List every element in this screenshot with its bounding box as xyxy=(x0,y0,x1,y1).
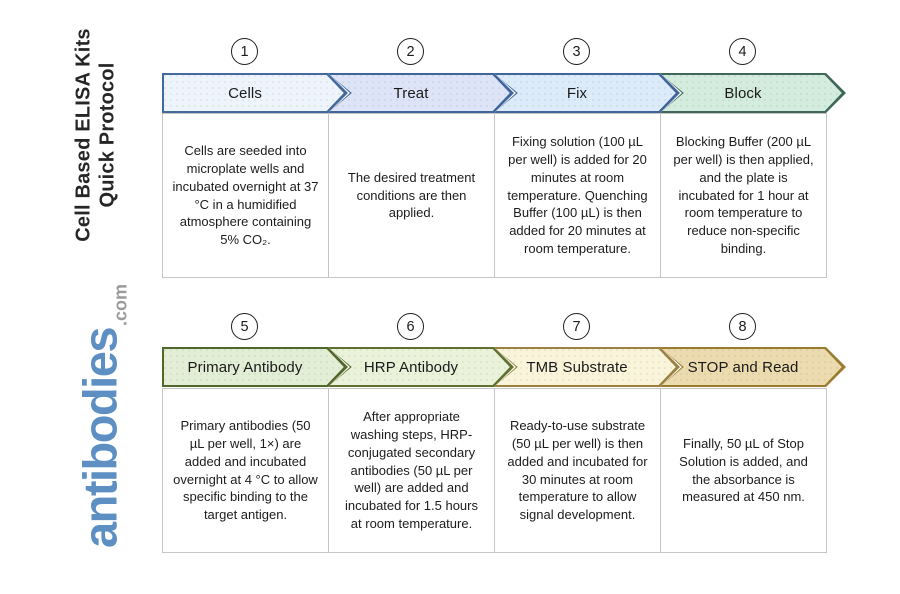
step-description-1: Cells are seeded into microplate wells a… xyxy=(172,142,319,248)
step-header-banner: Block xyxy=(660,73,846,113)
banner-fill-shape xyxy=(662,75,842,111)
step-description-3: Fixing solution (100 µL per well) is add… xyxy=(507,133,648,257)
banner-fill-shape xyxy=(330,75,510,111)
step-number: 8 xyxy=(738,318,747,335)
step-description-box: Primary antibodies (50 µL per well, 1×) … xyxy=(162,388,329,553)
step-description-box: Cells are seeded into microplate wells a… xyxy=(162,113,329,278)
step-description-8: Finally, 50 µL of Stop Solution is added… xyxy=(679,435,808,505)
step-description-5: Primary antibodies (50 µL per well, 1×) … xyxy=(173,417,318,523)
page-title-line2: Quick Protocol xyxy=(96,62,118,208)
page-title: Cell Based ELISA Kits Quick Protocol xyxy=(72,28,119,242)
banner-fill-shape xyxy=(330,349,510,385)
step-number: 4 xyxy=(738,43,747,60)
banner-fill-shape xyxy=(164,75,344,111)
step-number-badge-2: 2 xyxy=(397,38,424,65)
step-title-3: Fix xyxy=(566,84,588,102)
step-description-6: After appropriate washing steps, HRP-con… xyxy=(345,408,478,532)
step-description-box: Blocking Buffer (200 µL per well) is the… xyxy=(660,113,827,278)
step-title-7: TMB Substrate xyxy=(526,358,628,376)
step-title-8: STOP and Read xyxy=(687,358,799,376)
page-title-line1: Cell Based ELISA Kits xyxy=(72,28,95,242)
step-number: 2 xyxy=(406,43,415,60)
step-header-banner: Treat xyxy=(328,73,514,113)
step-number: 5 xyxy=(240,318,249,335)
step-title-4: Block xyxy=(724,84,762,102)
step-number-badge-8: 8 xyxy=(729,313,756,340)
step-description-box: After appropriate washing steps, HRP-con… xyxy=(328,388,495,553)
step-description-2: The desired treatment conditions are the… xyxy=(347,169,476,221)
step-description-box: Fixing solution (100 µL per well) is add… xyxy=(494,113,661,278)
step-number: 3 xyxy=(572,43,581,60)
step-header-banner: TMB Substrate xyxy=(494,347,680,387)
step-header-banner: Fix xyxy=(494,73,680,113)
step-description-box: Finally, 50 µL of Stop Solution is added… xyxy=(660,388,827,553)
step-number: 6 xyxy=(406,318,415,335)
step-number: 7 xyxy=(572,318,581,335)
step-number: 1 xyxy=(240,43,249,60)
step-title-2: Treat xyxy=(393,84,429,102)
banner-fill-shape xyxy=(662,349,842,385)
step-number-badge-3: 3 xyxy=(563,38,590,65)
step-description-7: Ready-to-use substrate (50 µL per well) … xyxy=(507,417,648,523)
banner-fill-shape xyxy=(496,349,676,385)
step-header-banner: Primary Antibody xyxy=(162,347,348,387)
step-title-5: Primary Antibody xyxy=(187,358,303,376)
step-description-box: Ready-to-use substrate (50 µL per well) … xyxy=(494,388,661,553)
step-number-badge-1: 1 xyxy=(231,38,258,65)
step-description-4: Blocking Buffer (200 µL per well) is the… xyxy=(673,133,814,257)
brand-logo-wordmark: antibodies xyxy=(73,327,127,549)
brand-logo-domain-suffix: .com xyxy=(110,283,131,326)
step-title-1: Cells xyxy=(228,84,262,102)
brand-logo: antibodies.com xyxy=(73,284,131,549)
step-header-banner: HRP Antibody xyxy=(328,347,514,387)
step-number-badge-5: 5 xyxy=(231,313,258,340)
step-number-badge-4: 4 xyxy=(729,38,756,65)
banner-fill-shape xyxy=(496,75,676,111)
step-header-banner: STOP and Read xyxy=(660,347,846,387)
banner-fill-shape xyxy=(164,349,344,385)
step-header-banner: Cells xyxy=(162,73,348,113)
step-title-6: HRP Antibody xyxy=(363,358,459,376)
step-number-badge-7: 7 xyxy=(563,313,590,340)
step-description-box: The desired treatment conditions are the… xyxy=(328,113,495,278)
step-number-badge-6: 6 xyxy=(397,313,424,340)
